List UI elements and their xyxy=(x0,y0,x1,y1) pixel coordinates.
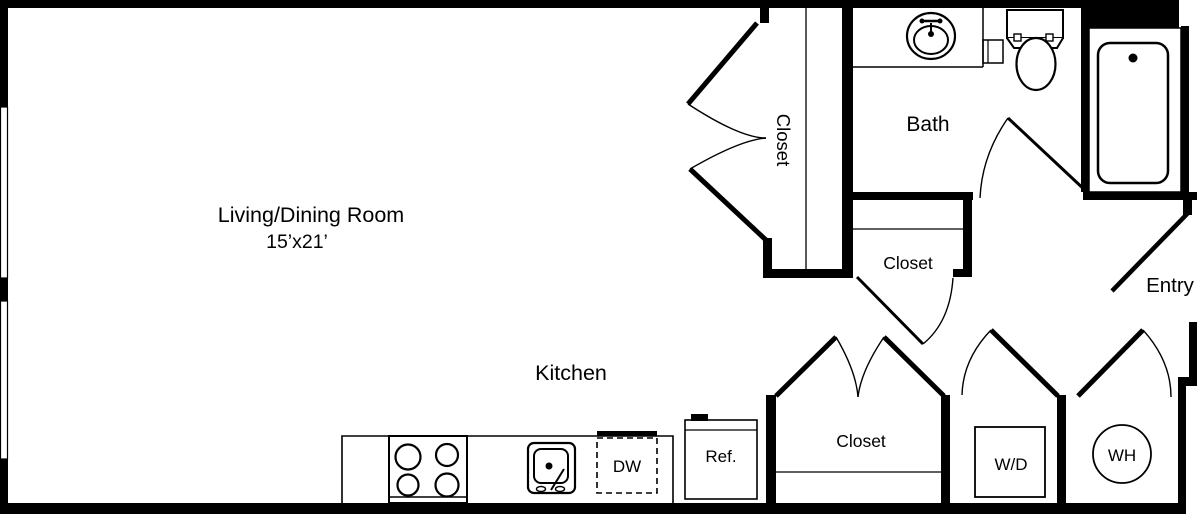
top-wall xyxy=(0,0,1083,8)
stove-burner-bl xyxy=(396,473,420,497)
laundry-closet-door-arc-left xyxy=(835,336,859,398)
bath-top-right-block xyxy=(1088,0,1179,28)
kitchen-sink-knob-right xyxy=(554,485,566,493)
kitchen-sink-basin xyxy=(533,448,569,484)
refrigerator-handle xyxy=(691,414,708,421)
entry-closet-door-arc xyxy=(922,277,954,345)
tub-drain xyxy=(1128,53,1138,63)
stove-burner-tl xyxy=(394,443,422,471)
bath-door-arc xyxy=(979,117,1009,199)
water-heater-label: WH xyxy=(1108,446,1136,465)
hall-closet-door-leaf-bottom xyxy=(688,167,769,243)
hall-closet-door-arc-bottom xyxy=(689,137,767,170)
hall-closet-door-arc-top xyxy=(687,103,767,139)
window-upper xyxy=(0,106,9,279)
toilet-hinge-right xyxy=(1045,33,1054,42)
washer-dryer-label: W/D xyxy=(994,455,1027,474)
kitchen-counter xyxy=(341,435,674,503)
bath-door-leaf xyxy=(1006,116,1089,194)
left-wall-mid xyxy=(0,278,8,301)
kitchen-sink-drain xyxy=(545,462,553,470)
kitchen-label: Kitchen xyxy=(535,361,607,385)
right-wall-step xyxy=(1178,377,1197,386)
vanity-end-box xyxy=(982,39,1004,64)
bath-tub-divider-wall xyxy=(1081,0,1089,192)
dishwasher-label: DW xyxy=(613,457,641,476)
hall-closet-label: Closet xyxy=(773,114,794,166)
wd-door-leaf xyxy=(989,328,1060,398)
bath-sink-knob-right xyxy=(937,18,943,24)
hall-closet: Closet xyxy=(686,0,853,278)
refrigerator-label: Ref. xyxy=(705,447,736,466)
washer-dryer-box xyxy=(974,426,1046,498)
bathroom: Bath xyxy=(853,0,1197,215)
bottom-wall xyxy=(0,503,1186,514)
bath-sink-outer xyxy=(905,11,957,61)
wd-wh-divider-wall xyxy=(1057,395,1066,508)
entry-door-jamb-stub xyxy=(1183,200,1192,215)
toilet-hinge-left xyxy=(1013,33,1022,42)
wd-door-arc xyxy=(961,329,992,396)
laundry-closet-door-leaf-right xyxy=(882,335,946,398)
entry-closet-top-wall xyxy=(843,192,973,200)
living-room-dimensions: 15’x21’ xyxy=(266,231,328,253)
living-dining-room: Living/Dining Room 15’x21’ xyxy=(218,203,404,253)
bath-sink-spout-dot xyxy=(928,31,934,37)
hall-closet-bottom-wall xyxy=(763,269,853,278)
laundry-closet-left-wall xyxy=(766,395,776,508)
wh-door-arc xyxy=(1142,329,1172,398)
window-lower xyxy=(0,300,9,460)
hall-closet-door-leaf-top xyxy=(686,21,759,106)
stove-burner-br xyxy=(434,472,460,498)
entry-closet-door-leaf xyxy=(855,275,925,346)
kitchen-sink-faucet-lever xyxy=(550,468,565,491)
living-room-label: Living/Dining Room xyxy=(218,203,404,227)
bath-bottom-wall xyxy=(1083,192,1197,200)
wh-door-leaf xyxy=(1076,328,1145,398)
bath-right-wall xyxy=(1181,26,1189,200)
right-wall-lower xyxy=(1178,386,1186,510)
kitchen-sink-knob-left xyxy=(535,485,547,493)
entry-closet-right-foot xyxy=(953,269,972,277)
left-wall-bottom xyxy=(0,459,8,514)
bath-label: Bath xyxy=(906,113,949,136)
bathtub xyxy=(1096,41,1170,185)
laundry-closet-label: Closet xyxy=(836,431,886,451)
top-wall-cap xyxy=(760,0,769,23)
hall-closet-bottom-cap xyxy=(763,238,772,270)
water-heater-circle xyxy=(1092,424,1152,484)
dishwasher-counter-bar xyxy=(597,431,657,436)
bath-sink-knob-left xyxy=(919,18,925,24)
laundry-closets: Closet W/D WH xyxy=(766,328,1172,508)
entry-label: Entry xyxy=(1146,274,1195,297)
hall-closet-right-wall xyxy=(842,0,853,278)
entry-door-leaf xyxy=(1110,211,1190,293)
laundry-closet-door-arc-right xyxy=(857,336,885,398)
refrigerator xyxy=(684,419,758,500)
tub-enclosure xyxy=(1088,27,1182,193)
laundry-closet-door-leaf-left xyxy=(774,335,838,398)
toilet-bowl xyxy=(1015,36,1057,92)
stove-burner-tr xyxy=(434,442,460,468)
kitchen: DW Ref. Kitchen xyxy=(341,361,758,504)
dishwasher-outline xyxy=(596,437,658,494)
entry-closet-label: Closet xyxy=(883,253,933,273)
right-wall-upper xyxy=(1189,322,1197,382)
left-wall-top xyxy=(0,0,8,107)
windows xyxy=(0,106,9,460)
laundry-closet-right-wall xyxy=(941,395,950,508)
entry-area: Closet Entry xyxy=(843,192,1195,346)
entry-closet-right-wall xyxy=(963,200,972,270)
